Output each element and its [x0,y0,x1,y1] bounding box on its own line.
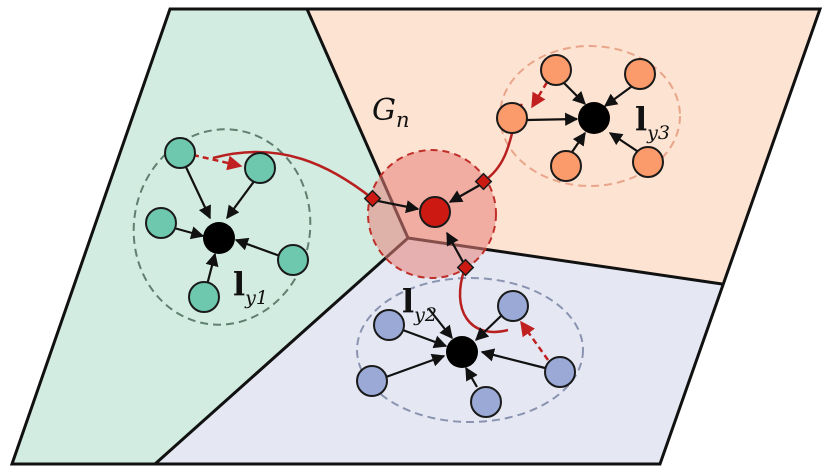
node [544,356,576,388]
node [540,54,572,86]
node [470,386,502,418]
cluster1-label: ly1 [233,265,268,309]
cluster1-edges [173,164,281,286]
node [244,152,276,184]
red-path-cluster2 [458,267,509,334]
node [277,244,309,276]
node [550,150,582,182]
anchor-marker [456,258,475,277]
cluster3-label: ly3 [635,100,670,144]
anchor-marker [363,189,382,208]
node [624,58,656,90]
node [356,365,388,397]
node [632,146,664,178]
outer-border [9,7,823,466]
cluster1-center-node [203,222,235,254]
node [496,102,528,134]
center-label: Gn [372,93,410,132]
node [497,290,529,322]
red-hop-cluster3 [530,73,554,109]
cluster1-nodes [145,137,309,313]
red-path-cluster1 [212,150,374,200]
border-green-blue [154,236,409,466]
red-hop-cluster2 [519,320,550,361]
cluster2-boundary [356,277,584,423]
center-node [419,196,451,228]
node [164,137,196,169]
cluster2-nodes [356,290,576,418]
anchor-markers [363,172,493,277]
cluster3-center-node [578,102,610,134]
cluster2-edges [385,308,546,388]
cluster2-center-node [446,336,478,368]
node [373,309,405,341]
cluster3-nodes [496,54,664,182]
cluster1-boundary [132,128,312,326]
blue-region [155,238,722,464]
cluster2-label: ly2 [402,282,437,326]
node [145,207,177,239]
center-edges [377,184,481,263]
anchor-marker [474,172,493,191]
red-hop-cluster1 [192,153,243,171]
node [188,281,220,313]
